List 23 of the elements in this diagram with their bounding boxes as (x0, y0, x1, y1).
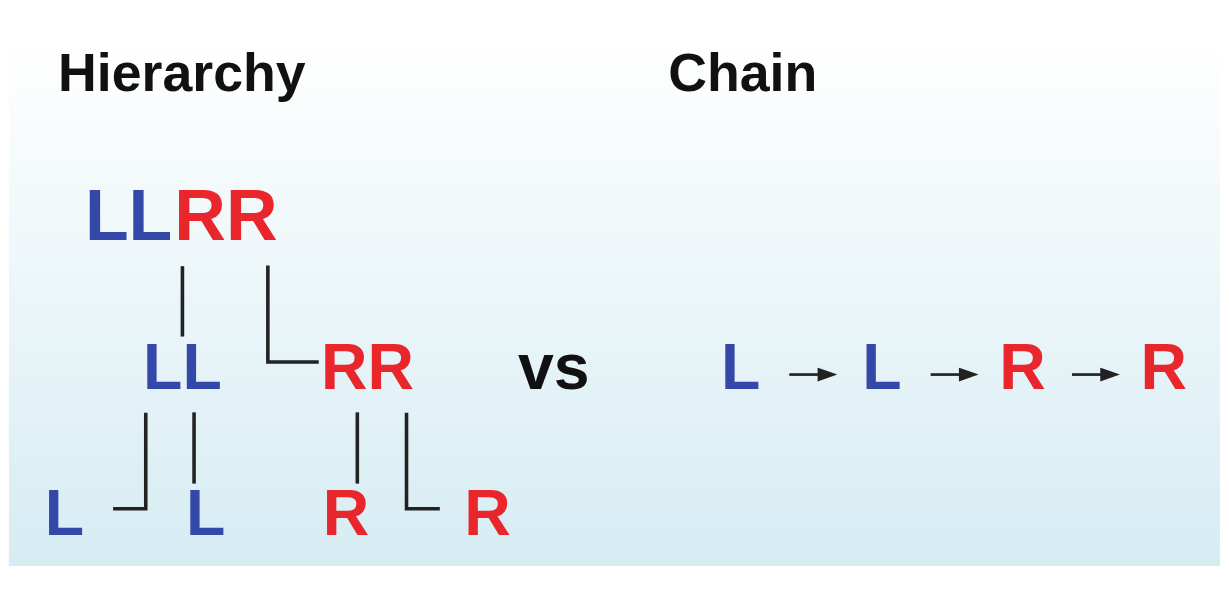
connector (266, 265, 319, 364)
node-text: RR (321, 330, 415, 403)
arrow (789, 367, 838, 382)
connector (113, 412, 148, 511)
node-text: LL (143, 330, 222, 403)
node-text: L (720, 330, 761, 403)
label: Hierarchy (58, 41, 306, 102)
node-text: R (322, 477, 370, 550)
arrow (1071, 367, 1120, 382)
connector (180, 266, 185, 337)
node-text: L (862, 330, 902, 403)
node-text: R (1140, 330, 1188, 403)
connector (355, 412, 360, 484)
node-text: L (186, 477, 226, 550)
connector (192, 412, 196, 484)
node-text: R (999, 330, 1046, 403)
node-text: L (44, 477, 85, 550)
node-text: R (464, 477, 511, 550)
node-text: LLRR (84, 175, 278, 256)
label: vs (517, 330, 590, 403)
arrow (930, 367, 979, 382)
label: Chain (668, 41, 818, 102)
connector (404, 412, 440, 511)
